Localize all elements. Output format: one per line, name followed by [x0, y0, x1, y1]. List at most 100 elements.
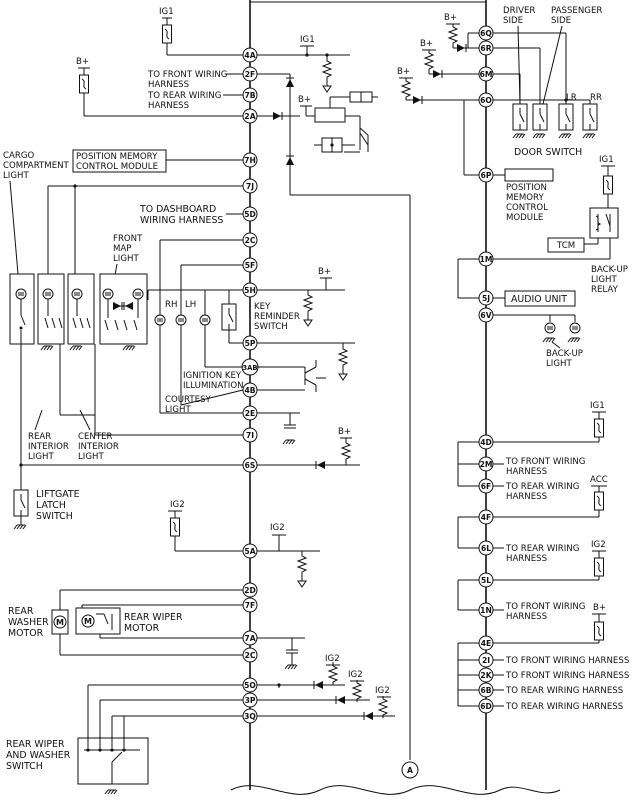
pin-6O: 6O [478, 92, 494, 108]
ig1-fuse-right-lower: IG1 [493, 401, 606, 443]
svg-text:6P: 6P [481, 171, 492, 180]
svg-text:POSITION MEMORY: POSITION MEMORY [76, 152, 158, 162]
front-map-light [99, 273, 148, 351]
svg-text:SWITCH: SWITCH [6, 761, 43, 772]
pin-6Q: 6Q [478, 25, 494, 41]
svg-text:HARNESS: HARNESS [506, 554, 547, 564]
tcm-box [547, 237, 585, 253]
svg-text:5H: 5H [244, 286, 256, 295]
svg-text:6R: 6R [480, 44, 491, 53]
acc-fuse: ACC [493, 475, 608, 518]
svg-text:HARNESS: HARNESS [148, 101, 189, 111]
svg-text:RH: RH [165, 300, 177, 310]
svg-text:COMPARTMENT: COMPARTMENT [3, 161, 70, 171]
svg-text:TO REAR WIRING: TO REAR WIRING [505, 482, 579, 492]
pin-7H: 7H [242, 152, 258, 168]
pin-3AB: 3AB [241, 358, 259, 376]
position-memory-box-left: POSITION MEMORY CONTROL MODULE [72, 149, 243, 173]
rear-washer-motor: M [51, 609, 243, 656]
svg-text:6M: 6M [480, 70, 493, 79]
svg-text:SWITCH: SWITCH [36, 511, 73, 522]
bplus-fuse-right: B+ [493, 603, 606, 644]
svg-text:7F: 7F [245, 601, 255, 610]
ig1-fuse-right: IG1 [599, 155, 615, 208]
svg-text:LH: LH [185, 300, 196, 310]
pin-5O: 5O [242, 677, 258, 693]
svg-text:M: M [84, 617, 92, 626]
svg-text:LIGHT: LIGHT [28, 452, 54, 462]
svg-text:6O: 6O [480, 96, 492, 105]
svg-text:REAR WIPER: REAR WIPER [124, 612, 183, 623]
pin-3P: 3P [242, 692, 258, 708]
door-switches [512, 103, 598, 139]
svg-text:PASSENGER: PASSENGER [551, 6, 602, 16]
svg-text:B+: B+ [397, 67, 410, 77]
pin-7F: 7F [242, 597, 258, 613]
svg-text:5P: 5P [245, 339, 256, 348]
svg-text:6L: 6L [481, 544, 491, 553]
svg-text:3Q: 3Q [244, 712, 256, 721]
ig2-fuse-lower-left: IG2 [168, 500, 243, 552]
pin-5L: 5L [478, 572, 494, 588]
pin-6L: 6L [478, 540, 494, 556]
svg-text:5A: 5A [244, 547, 255, 556]
svg-text:B+: B+ [444, 13, 457, 23]
svg-text:TO FRONT WIRING: TO FRONT WIRING [505, 457, 585, 467]
svg-text:7J: 7J [246, 182, 254, 191]
svg-text:HARNESS: HARNESS [506, 467, 547, 477]
svg-text:INTERIOR: INTERIOR [28, 442, 69, 452]
pin-7I: 7I [242, 427, 258, 443]
svg-text:5O: 5O [244, 681, 256, 690]
cargo-compartment-light [9, 273, 35, 345]
svg-text:IG1: IG1 [590, 401, 605, 411]
svg-text:1N: 1N [480, 606, 492, 615]
pin-2C: 2C [242, 232, 258, 248]
break-line [230, 785, 561, 795]
svg-text:KEY: KEY [254, 302, 271, 312]
svg-text:2K: 2K [480, 671, 492, 680]
svg-text:LIFTGATE: LIFTGATE [36, 489, 80, 500]
pin-1M: 1M [478, 251, 494, 267]
pin-4E: 4E [478, 635, 494, 651]
svg-text:7B: 7B [244, 91, 255, 100]
svg-text:POSITION: POSITION [506, 183, 547, 193]
svg-text:7I: 7I [246, 431, 254, 440]
center-interior-light [67, 273, 95, 351]
svg-text:3P: 3P [245, 696, 256, 705]
svg-text:LIGHT: LIGHT [78, 452, 104, 462]
rear-interior-light [37, 273, 65, 351]
svg-text:B+: B+ [420, 39, 433, 49]
svg-text:IG2: IG2 [325, 654, 340, 664]
pin-2F: 2F [242, 66, 258, 82]
position-memory-box-right [504, 168, 554, 182]
pin-6R: 6R [478, 40, 494, 56]
pin-2K: 2K [478, 667, 494, 683]
svg-text:MOTOR: MOTOR [124, 623, 160, 634]
svg-text:1M: 1M [480, 255, 493, 264]
pin-7B: 7B [242, 87, 258, 103]
svg-text:6D: 6D [480, 702, 492, 711]
pin-6M: 6M [478, 66, 494, 82]
pin-7J: 7J [242, 178, 258, 194]
svg-text:AUDIO UNIT: AUDIO UNIT [511, 294, 567, 305]
ig1-fuse-top-left: IG1 [159, 7, 243, 56]
svg-text:BACK-UP: BACK-UP [591, 265, 628, 275]
pin-1N: 1N [478, 602, 494, 618]
svg-text:TO FRONT WIRING HARNESS: TO FRONT WIRING HARNESS [505, 656, 629, 666]
svg-text:IG2: IG2 [375, 686, 390, 696]
svg-text:A: A [407, 766, 413, 775]
pin-6P: 6P [478, 167, 494, 183]
svg-text:CONTROL MODULE: CONTROL MODULE [76, 162, 158, 172]
svg-text:ILLUMINATION: ILLUMINATION [183, 381, 244, 391]
svg-text:7A: 7A [244, 634, 255, 643]
svg-text:LIGHT: LIGHT [165, 405, 191, 415]
backup-light-relay [589, 207, 619, 239]
svg-text:B+: B+ [338, 427, 351, 437]
svg-text:BACK-UP: BACK-UP [546, 349, 583, 359]
pin-5A: 5A [242, 543, 258, 559]
svg-text:CONTROL: CONTROL [506, 203, 548, 213]
svg-text:TO REAR WIRING HARNESS: TO REAR WIRING HARNESS [505, 702, 623, 712]
svg-text:4E: 4E [481, 639, 491, 648]
audio-unit-box [504, 290, 576, 307]
pin-6D: 6D [478, 698, 494, 714]
